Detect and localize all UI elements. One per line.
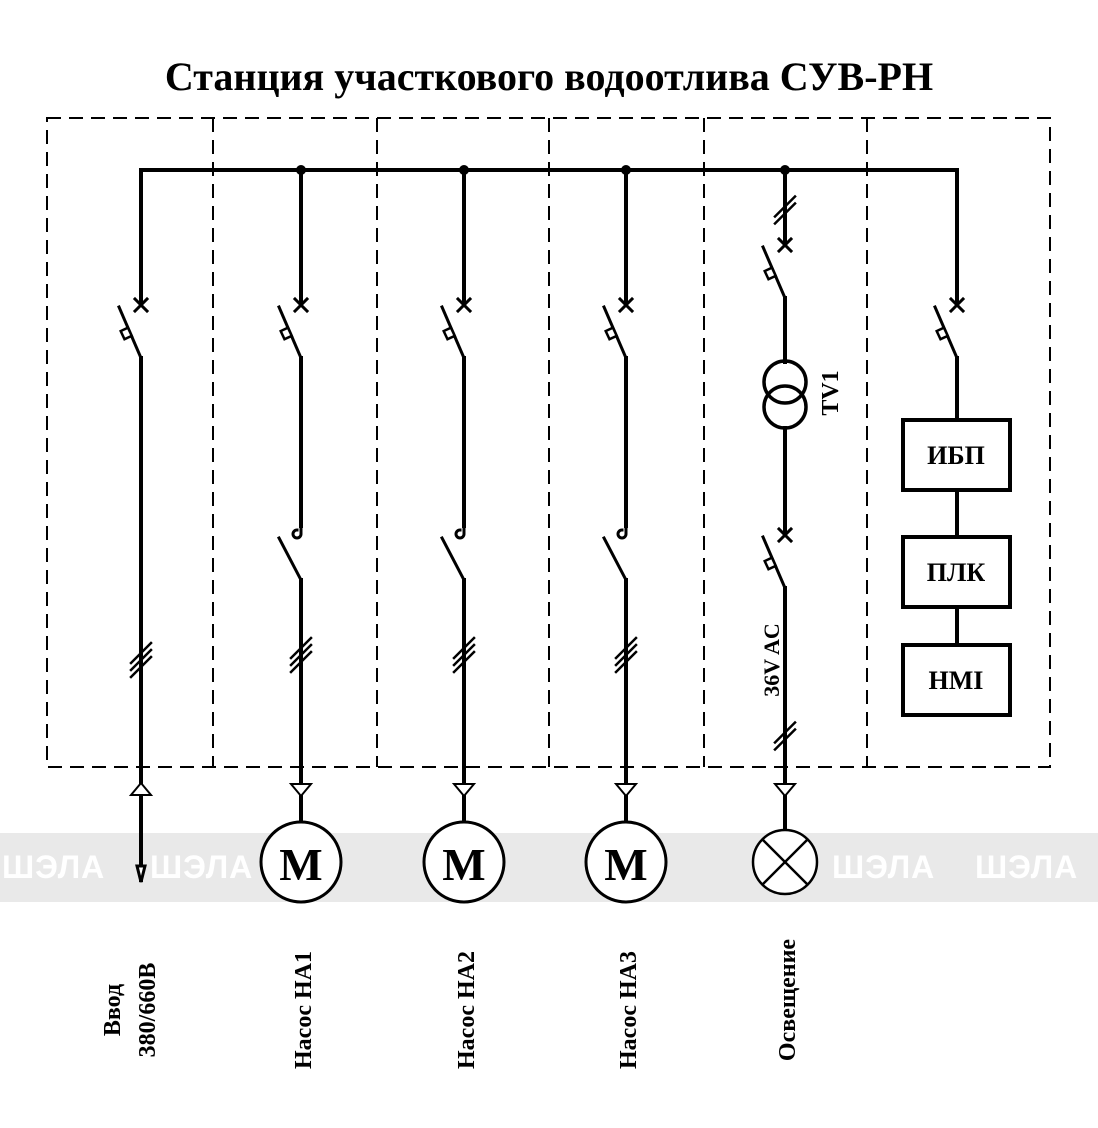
column-input [117, 168, 154, 883]
block-label: ИБП [927, 441, 985, 470]
watermark-text-4: ШЭЛА [975, 849, 1078, 885]
phase-mark [129, 655, 153, 679]
breaker-trip-element [604, 326, 619, 341]
connector-down-icon [288, 783, 314, 798]
phase-mark [129, 648, 153, 672]
block-ибп [901, 418, 1012, 492]
breaker-trip-element [935, 326, 950, 341]
column-control: ИБП ПЛК HMI [901, 168, 1012, 717]
block-label: HMI [929, 666, 984, 695]
phase-mark [614, 650, 638, 674]
phase-mark [773, 727, 797, 752]
circuit-breaker-icon [933, 296, 966, 360]
watermark-text: ШЭЛА ШЭЛА ШЭЛА ШЭЛА [2, 849, 1078, 885]
breaker-trip-element [119, 326, 134, 341]
motor-icon [422, 820, 506, 904]
motor-icon [584, 820, 668, 904]
phase-mark [452, 643, 476, 667]
block-плк [901, 535, 1012, 609]
circuit-breaker-icon [602, 296, 635, 360]
connector-up-icon [128, 781, 154, 796]
circuit-breaker-icon [761, 236, 794, 300]
phase-mark [773, 720, 797, 745]
breaker-trip-element [763, 266, 778, 281]
breaker-trip-element [442, 326, 457, 341]
contactor-blade [439, 535, 467, 583]
phase-mark [452, 636, 476, 660]
motor-icon [259, 820, 343, 904]
motor-symbol: M [442, 839, 485, 890]
phase-mark [289, 650, 313, 674]
connector-down-icon [613, 783, 639, 798]
label-pump2: Насос НА2 [454, 951, 480, 1069]
circuit-breaker-icon [117, 296, 150, 360]
phase-marks-icon [773, 720, 797, 752]
contactor-blade [601, 535, 629, 583]
phase-marks-icon [289, 636, 313, 674]
phase-marks-icon [773, 194, 797, 226]
lamp-cross [761, 838, 809, 886]
diagram-title: Станция участкового водоотлива СУВ-РН [165, 54, 933, 99]
breaker-trip-element [279, 326, 294, 341]
breaker-cross [617, 296, 635, 314]
phase-marks-icon [129, 641, 153, 679]
breaker-cross [776, 526, 794, 544]
breaker-cross [292, 296, 310, 314]
phase-mark [452, 650, 476, 674]
circuit-breaker-icon [761, 526, 794, 590]
circuit-breaker-icon [440, 296, 473, 360]
label-lighting: Освещение [775, 939, 801, 1062]
watermark-band [0, 833, 1098, 902]
phase-marks-icon [452, 636, 476, 674]
transformer-winding-icon [762, 384, 808, 430]
circuit-breaker-icon [277, 296, 310, 360]
breaker-cross [455, 296, 473, 314]
phase-mark [614, 643, 638, 667]
contactor-icon [276, 522, 304, 583]
motor-symbol: M [604, 839, 647, 890]
column-lighting [751, 165, 819, 896]
voltage-label: 36V AC [759, 623, 784, 697]
block-hmi [901, 643, 1012, 717]
contactor-icon [601, 522, 629, 583]
label-pump3: Насос НА3 [616, 951, 642, 1069]
phase-mark [129, 641, 153, 665]
transformer-winding-icon [762, 359, 808, 405]
label-input-voltage: 380/660В [135, 963, 161, 1058]
phase-mark [614, 636, 638, 660]
connector-down-icon [772, 783, 798, 798]
phase-mark [289, 636, 313, 660]
motor-symbol: M [279, 839, 322, 890]
column-pump3: M [584, 165, 668, 904]
watermark-text-2: ШЭЛА [150, 849, 253, 885]
phase-mark [773, 194, 797, 219]
contactor-icon [439, 522, 467, 583]
contactor-hook [454, 522, 466, 540]
breaker-cross [776, 236, 794, 254]
cabinet-frame [46, 117, 1051, 768]
label-input: Ввод [100, 984, 126, 1036]
watermark-text-1: ШЭЛА [2, 849, 105, 885]
block-label: ПЛК [927, 558, 986, 587]
contactor-hook [291, 522, 303, 540]
breaker-trip-element [763, 556, 778, 571]
breaker-cross [948, 296, 966, 314]
breaker-cross [132, 296, 150, 314]
contactor-blade [276, 535, 304, 583]
phase-mark [773, 201, 797, 226]
transformer-label: TV1 [818, 370, 844, 415]
contactor-hook [616, 522, 628, 540]
column-pump2: M [422, 165, 506, 904]
label-pump1: Насос НА1 [291, 951, 317, 1069]
phase-marks-icon [614, 636, 638, 674]
connector-down-icon [451, 783, 477, 798]
column-pump1: M [259, 165, 343, 904]
arrow-down-icon [135, 864, 147, 883]
watermark-text-3: ШЭЛА [832, 849, 935, 885]
phase-mark [289, 643, 313, 667]
